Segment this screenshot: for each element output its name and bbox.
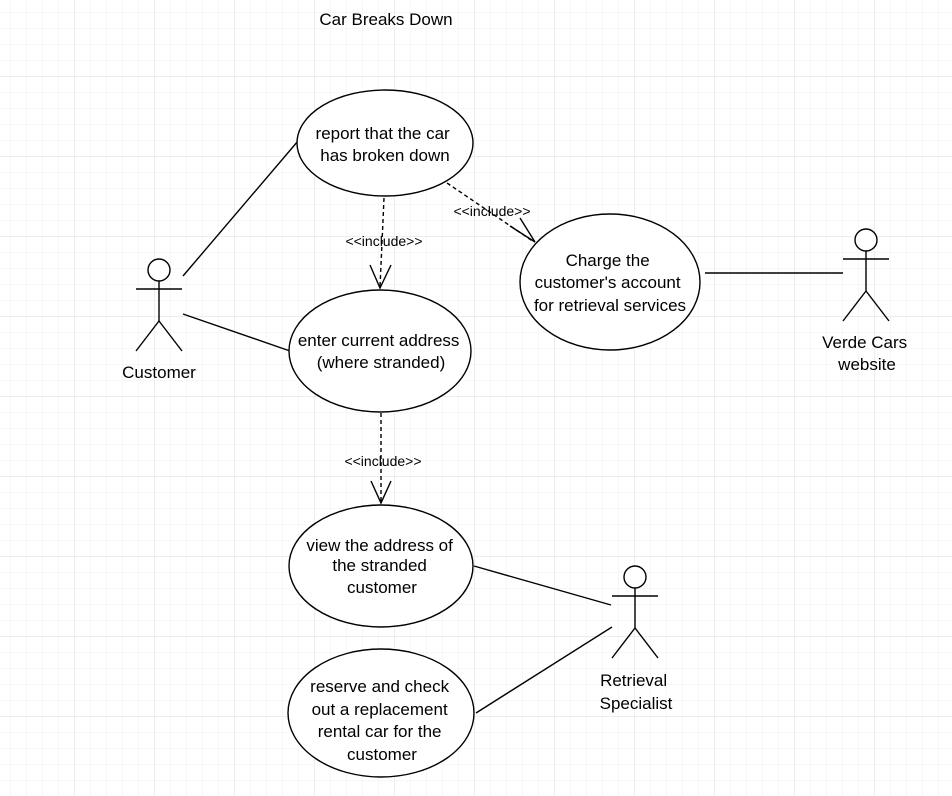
include-report-charge: [446, 182, 536, 243]
use-case-enter-address[interactable]: enter current address (where stranded): [288, 289, 472, 413]
svg-text:view the address of the: view the address of the stranded custome…: [306, 536, 457, 597]
use-case-label: Charge the: [566, 251, 650, 270]
diagram-title: Car Breaks Down: [319, 10, 452, 29]
stick-figure-icon: [842, 228, 890, 322]
svg-text:Retrieval Specialist: Retrieval Specialist: [600, 671, 673, 713]
use-case-label: out a replacement: [312, 700, 448, 719]
use-case-label: customer: [347, 745, 417, 764]
svg-text:Customer: Customer: [122, 363, 196, 382]
actor-customer[interactable]: Customer: [122, 258, 196, 382]
actor-retrieval-specialist[interactable]: Retrieval Specialist: [600, 565, 673, 713]
association-view-specialist: [473, 565, 612, 606]
use-case-reserve-rental[interactable]: reserve and check out a replacement rent…: [287, 648, 475, 778]
actor-label: Specialist: [600, 694, 673, 713]
association-customer-report: [182, 140, 299, 277]
stick-figure-icon: [135, 258, 183, 352]
include-label-report-enter: <<include>>: [345, 233, 422, 249]
use-case-charge-account[interactable]: Charge the customer's account for retrie…: [519, 213, 701, 351]
use-case-label: report that the car: [316, 124, 451, 143]
use-case-report-breakdown[interactable]: report that the car has broken down: [296, 89, 474, 197]
svg-text:reserve and check out a: reserve and check out a replacement rent…: [310, 677, 454, 764]
include-report-enter: [369, 197, 392, 290]
use-case-view-address[interactable]: view the address of the stranded custome…: [288, 504, 474, 628]
use-case-label: the stranded: [332, 556, 427, 575]
svg-text:Verde Cars website: Verde Cars website: [822, 333, 912, 374]
actor-label: Customer: [122, 363, 196, 382]
include-label-report-charge: <<include>>: [453, 203, 530, 219]
association-customer-enter: [182, 313, 291, 352]
actor-label: website: [837, 355, 896, 374]
svg-text:enter current address (w: enter current address (where stranded): [298, 331, 464, 372]
stick-figure-icon: [611, 565, 659, 659]
use-case-label: reserve and check: [310, 677, 449, 696]
use-case-label: (where stranded): [317, 353, 446, 372]
use-case-label: enter current address: [298, 331, 460, 350]
association-reserve-specialist: [475, 626, 613, 714]
actor-verde-cars-website[interactable]: Verde Cars website: [822, 228, 912, 374]
include-label-enter-view: <<include>>: [344, 453, 421, 469]
use-case-label: rental car for the: [318, 722, 442, 741]
actor-label: Verde Cars: [822, 333, 907, 352]
svg-text:report that the car has: report that the car has broken down: [316, 124, 455, 165]
actor-label: Retrieval: [600, 671, 667, 690]
use-case-label: for retrieval services: [534, 296, 686, 315]
use-case-label: view the address of: [306, 536, 453, 555]
include-enter-view: [370, 413, 392, 505]
use-case-label: has broken down: [320, 146, 449, 165]
use-case-label: customer's account: [535, 273, 681, 292]
svg-text:Charge the customer's ac: Charge the customer's account for retrie…: [534, 251, 686, 315]
use-case-label: customer: [347, 578, 417, 597]
